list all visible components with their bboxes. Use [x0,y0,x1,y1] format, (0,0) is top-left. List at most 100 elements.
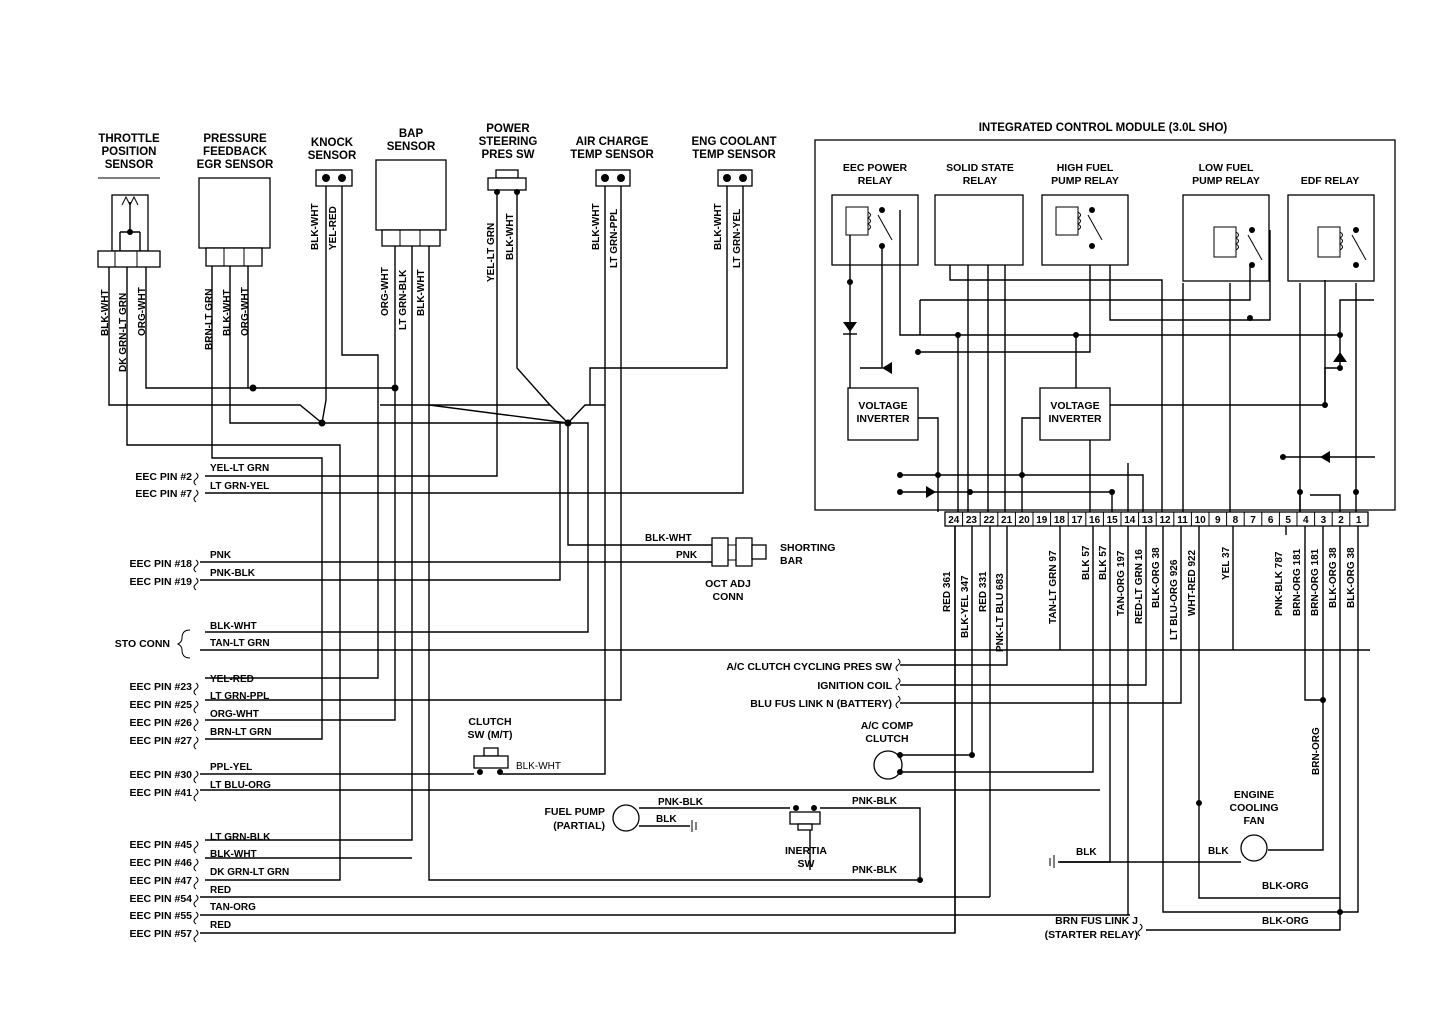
wire-label: BLK-WHT [210,849,257,860]
wire-label: ORG-WHT [380,267,391,316]
relay-boxes [831,194,1375,282]
wire-label: BRN-ORG 181 [1310,548,1321,616]
module-pin-number: 10 [1195,515,1207,526]
module-pin-number: 11 [1177,515,1188,526]
wire-label: LT GRN-BLK [210,832,271,843]
ac-comp-dots [897,752,903,775]
bap-sensor-body [375,159,447,247]
air-charge-temp-sensor-title: AIR CHARGE TEMP SENSOR [570,136,654,161]
eec-pin-connector-marks [176,472,199,943]
wire-label: BLK 57 [1098,545,1109,580]
svg-text:(PARTIAL): (PARTIAL) [553,820,605,832]
svg-text:POWER: POWER [486,123,530,135]
air-charge-sensor-body [595,169,631,187]
svg-text:RELAY: RELAY [963,175,998,187]
relay-contact-dots [879,207,1359,268]
oct-wire-labels: BLK-WHT PNK [645,533,698,561]
eng-coolant-temp-sensor-title: ENG COOLANT TEMP SENSOR [692,136,777,161]
wire-label: YEL-RED [210,674,254,685]
eec-pin-2-label: EEC PIN #2 [135,471,192,483]
eec-power-relay [831,194,919,266]
svg-text:ENG COOLANT: ENG COOLANT [692,136,777,148]
brn-fus-link-j-label: BRN FUS LINK J (STARTER RELAY) [1045,915,1138,941]
fan-wire-labels: BLK BLK BLK-ORG BLK-ORG BRN-ORG [1076,727,1322,927]
high-fuel-pump-relay [1041,194,1129,266]
module-pin-number: 13 [1142,515,1154,526]
wire-label: BLK [1208,846,1229,857]
module-pin-number: 21 [1001,515,1013,526]
module-pin-number: 8 [1233,515,1239,526]
wire-label: PNK-BLK 787 [1274,551,1285,616]
right-side-labels: A/C CLUTCH CYCLING PRES SW IGNITION COIL… [726,661,892,710]
eec-pin-55-label: EEC PIN #55 [130,910,193,922]
eec-pin-54-label: EEC PIN #54 [130,893,193,905]
eec-pin-18-label: EEC PIN #18 [130,558,193,570]
svg-text:TEMP SENSOR: TEMP SENSOR [570,149,654,161]
svg-text:FUEL PUMP: FUEL PUMP [545,806,605,818]
svg-text:COOLING: COOLING [1230,802,1279,814]
wire-label: BLK-WHT [516,761,561,772]
wire-label: YEL-LT GRN [210,463,269,474]
oct-adj-connector [711,537,767,567]
svg-text:VOLTAGE: VOLTAGE [1050,400,1099,412]
wire-label: YEL-RED [328,206,339,250]
wire-label: RED [210,885,231,896]
wire-label: BLK-WHT [505,213,516,260]
svg-text:TEMP SENSOR: TEMP SENSOR [692,149,776,161]
module-pin-number: 12 [1159,515,1171,526]
module-pin-number: 22 [983,515,995,526]
wire-label: PPL-YEL [210,762,252,773]
module-pin-number: 14 [1124,515,1136,526]
wire-label: BLK-WHT [222,289,233,336]
wire-label: BLK-ORG [1262,881,1309,892]
wire-label: TAN-ORG 197 [1116,550,1127,616]
svg-text:PRES SW: PRES SW [481,149,534,161]
eec-pin-25-label: EEC PIN #25 [130,699,193,711]
module-pin-number: 4 [1303,515,1309,526]
low-fuel-pump-relay [1182,194,1270,282]
eec-power-relay-label: EEC POWER RELAY [843,162,908,187]
bap-sensor-title: BAP SENSOR [387,128,436,153]
fuel-pump-wire-labels: PNK-BLK BLK PNK-BLK PNK-BLK [656,796,898,876]
wire-label: PNK-BLK [658,797,704,808]
svg-text:EEC POWER: EEC POWER [843,162,908,174]
wire-label: PNK-BLK [852,865,898,876]
module-pin-number: 9 [1215,515,1221,526]
sensor-wire-labels: BLK-WHT DK GRN-LT GRN ORG-WHT BRN-LT GRN… [100,203,743,372]
wire-label: LT BLU-ORG [210,780,271,791]
wire-label: LT GRN-YEL [732,209,743,268]
wire-label: RED-LT GRN 16 [1134,549,1145,624]
wire-label: BLK-ORG [1262,916,1309,927]
svg-text:SOLID STATE: SOLID STATE [946,162,1014,174]
module-pin-number: 18 [1054,515,1066,526]
eec-pin-57-label: EEC PIN #57 [130,928,193,940]
module-pin-number: 20 [1019,515,1031,526]
ignition-coil-label: IGNITION COIL [817,680,892,692]
svg-text:POSITION: POSITION [102,146,157,158]
eec-pin-30-label: EEC PIN #30 [130,769,193,781]
svg-text:VOLTAGE: VOLTAGE [858,400,907,412]
fan-ground-icon [1049,855,1055,868]
voltage-inverter-2: VOLTAGE INVERTER [1039,387,1111,441]
wire-label: BLK-WHT [210,621,257,632]
power-steering-pres-sw-title: POWER STEERING PRES SW [479,123,538,161]
svg-text:PUMP RELAY: PUMP RELAY [1051,175,1119,187]
wire-label: BRN-ORG 181 [1292,548,1303,616]
solid-state-relay [934,194,1024,266]
eec-pin-23-label: EEC PIN #23 [130,681,193,693]
clutch-switch-label: CLUTCH SW (M/T) [468,716,513,741]
eec-pin-26-label: EEC PIN #26 [130,717,193,729]
svg-text:LOW FUEL: LOW FUEL [1199,162,1254,174]
svg-text:THROTTLE: THROTTLE [98,133,160,145]
module-pin-number: 2 [1338,515,1344,526]
wire-label: PNK-LT BLU 683 [995,573,1006,652]
eec-pin-41-label: EEC PIN #41 [130,787,193,799]
module-pin-number: 6 [1268,515,1274,526]
svg-text:SENSOR: SENSOR [387,141,436,153]
wire-label: TAN-LT GRN 97 [1048,550,1059,624]
module-pin-number: 1 [1356,515,1362,526]
wire-label: YEL-LT GRN [486,223,497,282]
svg-text:PRESSURE: PRESSURE [203,133,267,145]
wire-label: BLK-WHT [310,203,321,250]
